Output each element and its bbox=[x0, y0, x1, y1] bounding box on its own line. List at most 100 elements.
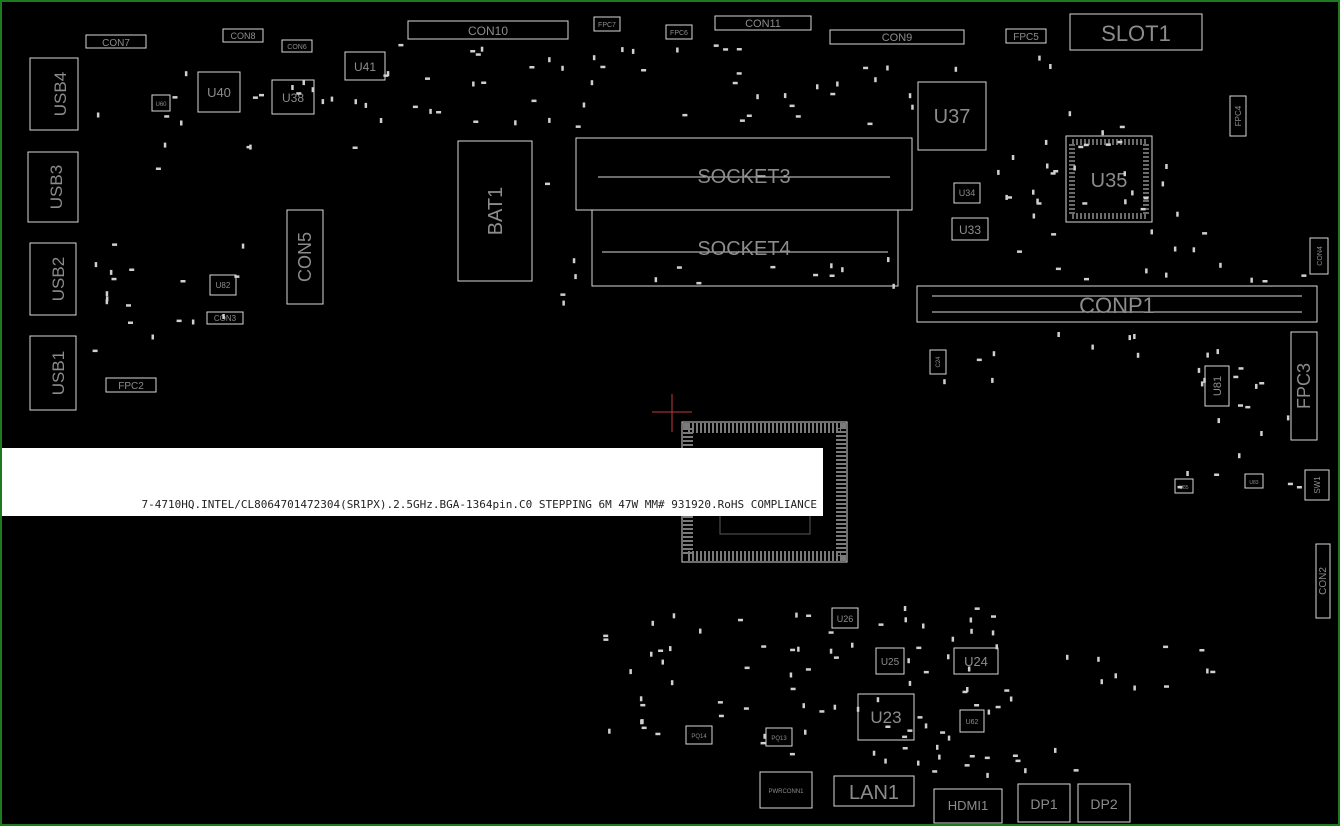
u35-bga[interactable]: U35 bbox=[1065, 135, 1153, 223]
smd-pad bbox=[1009, 696, 1013, 702]
con10-label: CON10 bbox=[468, 24, 508, 38]
smd-pad bbox=[1173, 246, 1177, 252]
smd-pad bbox=[425, 77, 430, 80]
u81-chip[interactable]: U81 bbox=[1204, 365, 1230, 407]
u83-chip[interactable]: U83 bbox=[1244, 473, 1264, 489]
fpc6-connector[interactable]: FPC6 bbox=[665, 24, 693, 40]
u82-chip[interactable]: U82 bbox=[209, 274, 237, 296]
u33-chip[interactable]: U33 bbox=[951, 217, 989, 241]
smd-pad bbox=[592, 55, 596, 61]
pq14-label: PQ14 bbox=[691, 734, 707, 740]
u34-chip[interactable]: U34 bbox=[953, 182, 981, 204]
smd-pad bbox=[974, 704, 980, 707]
u24-chip[interactable]: U24 bbox=[953, 647, 999, 675]
u85-chip[interactable]: U85 bbox=[1174, 478, 1194, 494]
pq14-mosfet[interactable]: PQ14 bbox=[685, 725, 713, 745]
smd-pad bbox=[943, 379, 946, 385]
socket3-dimm[interactable]: SOCKET3 bbox=[575, 137, 913, 211]
u25-chip[interactable]: U25 bbox=[875, 647, 905, 675]
fpc4-connector[interactable]: FPC4 bbox=[1229, 95, 1247, 137]
u23-label: U23 bbox=[870, 708, 901, 727]
con11-connector[interactable]: CON11 bbox=[714, 15, 812, 31]
smd-pad bbox=[111, 277, 117, 281]
slot1-connector[interactable]: SLOT1 bbox=[1069, 13, 1203, 51]
smd-pad bbox=[789, 752, 795, 756]
smd-pad bbox=[995, 644, 998, 650]
smd-pad bbox=[252, 96, 258, 99]
smd-pad bbox=[1216, 349, 1219, 355]
pq13-mosfet[interactable]: PQ13 bbox=[765, 727, 793, 747]
u41-chip[interactable]: U41 bbox=[344, 51, 386, 81]
con4-connector[interactable]: CON4 bbox=[1309, 237, 1329, 275]
smd-pad bbox=[259, 93, 264, 97]
usb3-connector[interactable]: USB3 bbox=[27, 151, 79, 223]
conp1-label: CONP1 bbox=[1079, 293, 1155, 318]
smd-pad bbox=[658, 649, 664, 652]
u40-chip[interactable]: U40 bbox=[197, 71, 241, 113]
con5-connector[interactable]: CON5 bbox=[286, 209, 324, 305]
smd-pad bbox=[545, 182, 550, 186]
smd-pad bbox=[1238, 404, 1243, 407]
fpc7-connector[interactable]: FPC7 bbox=[593, 16, 621, 32]
fpc5-connector[interactable]: FPC5 bbox=[1005, 28, 1047, 44]
dp1-connector[interactable]: DP1 bbox=[1017, 783, 1071, 823]
u23-chip[interactable]: U23 bbox=[857, 693, 915, 741]
usb4-connector[interactable]: USB4 bbox=[29, 57, 79, 131]
con3-connector[interactable]: CON3 bbox=[206, 311, 244, 325]
u60-chip[interactable]: U60 bbox=[151, 94, 171, 112]
smd-pad bbox=[621, 47, 624, 53]
con10-connector[interactable]: CON10 bbox=[407, 20, 569, 40]
smd-pad bbox=[1245, 405, 1251, 409]
smd-pad bbox=[1055, 267, 1061, 271]
con2-connector[interactable]: CON2 bbox=[1315, 543, 1331, 619]
smd-pad bbox=[938, 754, 941, 760]
u37-chip[interactable]: U37 bbox=[917, 81, 987, 151]
con6-connector[interactable]: CON6 bbox=[281, 39, 313, 53]
smd-pad bbox=[354, 99, 357, 105]
smd-pad bbox=[105, 299, 109, 305]
smd-pad bbox=[129, 268, 135, 271]
smd-pad bbox=[1097, 656, 1100, 662]
dp2-connector[interactable]: DP2 bbox=[1077, 783, 1131, 823]
bat1-battery[interactable]: BAT1 bbox=[457, 140, 533, 282]
usb1-connector[interactable]: USB1 bbox=[29, 335, 77, 411]
smd-pad bbox=[908, 680, 912, 686]
lan1-connector[interactable]: LAN1 bbox=[833, 775, 915, 807]
u62-chip[interactable]: U62 bbox=[959, 709, 985, 733]
smd-pad bbox=[872, 750, 876, 756]
smd-pad bbox=[1238, 453, 1241, 459]
smd-pad bbox=[886, 65, 889, 71]
smd-pad bbox=[806, 614, 812, 617]
smd-pad bbox=[600, 65, 606, 69]
smd-pad bbox=[816, 84, 819, 90]
fpc2-connector[interactable]: FPC2 bbox=[105, 377, 157, 393]
con9-connector[interactable]: CON9 bbox=[829, 29, 965, 45]
usb2-connector[interactable]: USB2 bbox=[29, 242, 77, 316]
smd-pad bbox=[608, 728, 611, 734]
sw1-switch[interactable]: SW1 bbox=[1304, 469, 1330, 501]
hdmi1-connector[interactable]: HDMI1 bbox=[933, 788, 1003, 824]
fpc6-label: FPC6 bbox=[670, 30, 688, 37]
smd-pad bbox=[296, 92, 302, 95]
u25-label: U25 bbox=[881, 657, 900, 668]
conp1-connector[interactable]: CONP1 bbox=[916, 285, 1318, 323]
smd-pad bbox=[761, 645, 767, 648]
smd-pad bbox=[1066, 654, 1069, 660]
con8-connector[interactable]: CON8 bbox=[222, 28, 264, 43]
u26-chip[interactable]: U26 bbox=[831, 607, 859, 629]
fpc3-connector[interactable]: FPC3 bbox=[1290, 331, 1318, 441]
smd-pad bbox=[1176, 211, 1179, 217]
smd-pad bbox=[1200, 381, 1204, 387]
pq13-label: PQ13 bbox=[771, 736, 787, 742]
smd-pad bbox=[96, 112, 100, 118]
smd-pad bbox=[947, 735, 951, 741]
con7-connector[interactable]: CON7 bbox=[85, 34, 147, 49]
pwrconn1-connector[interactable]: PWRCONN1 bbox=[759, 771, 813, 809]
socket4-dimm[interactable]: SOCKET4 bbox=[591, 209, 899, 287]
c24-component[interactable]: C24 bbox=[929, 349, 947, 375]
smd-pad bbox=[180, 120, 183, 126]
smd-pad bbox=[1044, 139, 1048, 145]
smd-pad bbox=[829, 274, 835, 277]
smd-pad bbox=[797, 646, 800, 652]
